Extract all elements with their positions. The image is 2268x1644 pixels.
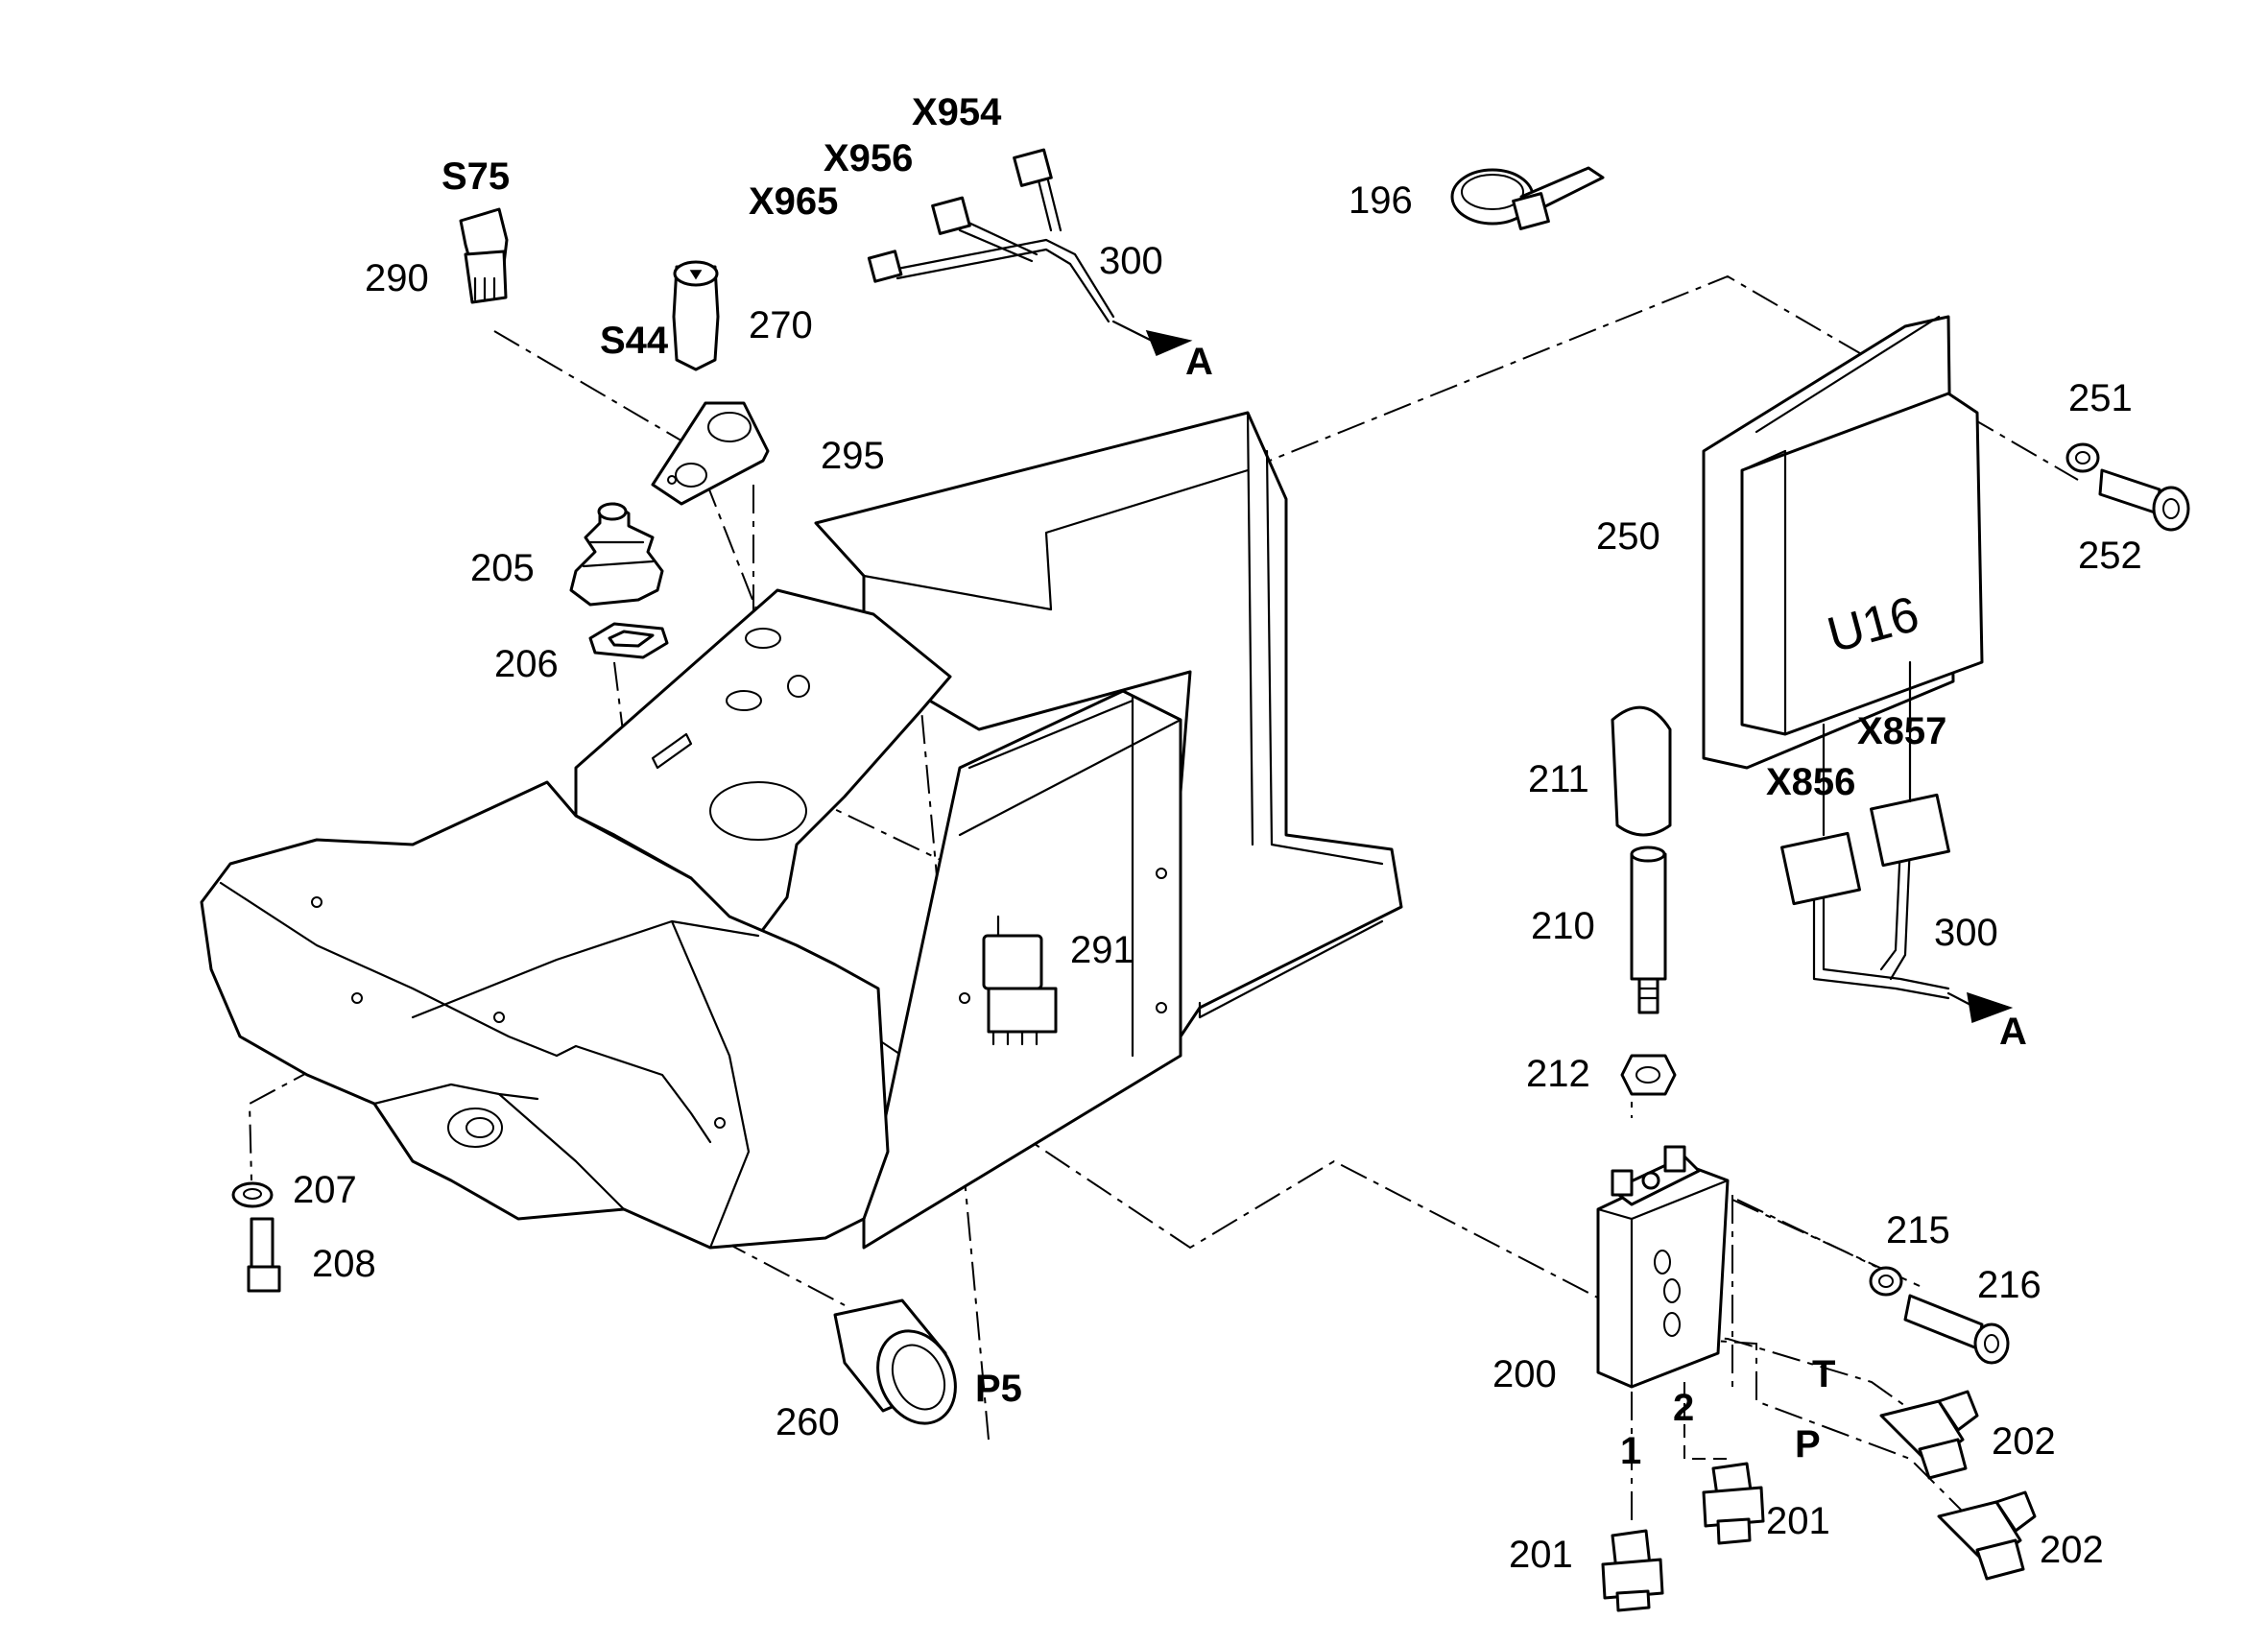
rubber-boot-205 [569,502,664,607]
label-x965: X965 [749,180,838,223]
label-s44: S44 [600,320,669,362]
label-212: 212 [1526,1053,1590,1095]
label-port-2: 2 [1673,1387,1694,1429]
elbow-fitting-202-upper [1879,1390,1979,1480]
label-port-1: 1 [1620,1430,1641,1472]
washer-251 [2065,442,2100,473]
bolt-252 [2098,468,2190,532]
label-196: 196 [1349,179,1413,222]
straight-fitting-201-right [1702,1462,1765,1545]
mounting-plate-295 [651,401,770,506]
label-201-left: 201 [1509,1534,1573,1576]
connector-291 [982,915,1058,1046]
switch-s75-290 [459,207,509,304]
label-200: 200 [1492,1353,1557,1395]
label-x857: X857 [1857,710,1946,752]
label-202-lower: 202 [2040,1529,2104,1571]
knob-211 [1611,705,1672,837]
nut-212 [1620,1054,1677,1096]
main-frame-assembly [200,411,1403,1250]
label-x954: X954 [912,91,1002,133]
callout-labels: X954 X956 X965 S75 290 S44 270 300 A 196… [293,91,2142,1576]
label-211: 211 [1528,758,1589,800]
label-201-right: 201 [1766,1500,1830,1542]
label-202-upper: 202 [1992,1420,2056,1463]
label-p: P [1795,1423,1821,1465]
label-291: 291 [1070,929,1134,971]
label-p5: P5 [975,1368,1022,1410]
label-s75: S75 [442,155,510,198]
gauge-p5-260 [833,1299,957,1425]
label-206: 206 [494,643,559,685]
label-207: 207 [293,1169,357,1211]
label-295: 295 [821,435,885,477]
bolt-208 [247,1217,281,1293]
label-t: T [1812,1353,1835,1395]
washer-215 [1869,1266,1903,1297]
label-205: 205 [470,547,535,589]
control-unit-u16-250 [1702,315,1984,770]
straight-fitting-201-left [1601,1529,1664,1612]
label-215: 215 [1886,1209,1950,1251]
label-x856: X856 [1766,761,1855,803]
label-a-top: A [1185,341,1213,383]
elbow-fitting-202-lower [1937,1490,2037,1581]
washer-207 [231,1181,274,1208]
lever-shaft-210 [1630,846,1667,1014]
label-260: 260 [776,1401,840,1443]
valve-block-200 [1596,1145,1730,1389]
label-216: 216 [1977,1264,2041,1306]
label-300-right: 300 [1934,912,1998,954]
pushbutton-s44-270 [672,260,720,371]
label-210: 210 [1531,905,1595,947]
cable-tie-196 [1450,166,1605,230]
label-250: 250 [1596,515,1660,558]
bolt-216 [1903,1294,2010,1365]
label-x956: X956 [824,137,913,179]
wire-harness-300-right [1780,660,2014,1024]
label-300-top: 300 [1099,240,1163,282]
label-251: 251 [2068,377,2133,419]
label-270: 270 [749,304,813,346]
wire-harness-300-top [867,148,1193,356]
label-252: 252 [2078,535,2142,577]
gasket-206 [588,622,669,659]
label-a-right: A [1999,1011,2027,1053]
label-290: 290 [365,257,429,299]
label-208: 208 [312,1243,376,1285]
